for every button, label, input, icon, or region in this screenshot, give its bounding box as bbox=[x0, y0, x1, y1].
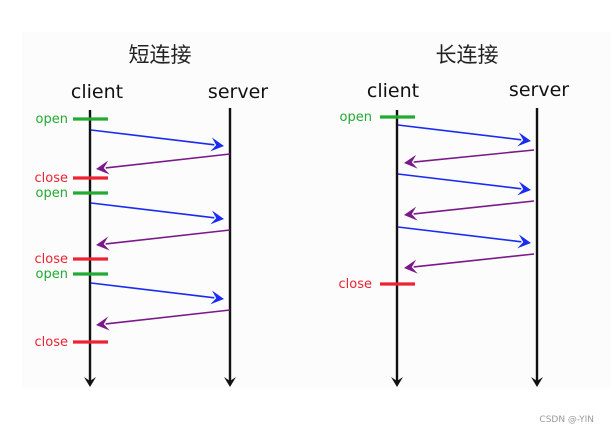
client-label: client bbox=[367, 80, 419, 102]
long-connection-diagram: 长连接 client server open close bbox=[339, 43, 569, 387]
request-arrow bbox=[397, 124, 531, 147]
watermark: CSDN @-YIN bbox=[539, 415, 594, 425]
open-event: open bbox=[36, 186, 108, 201]
request-arrow bbox=[90, 129, 224, 152]
response-arrow bbox=[96, 309, 231, 331]
request-arrow-head bbox=[210, 210, 224, 225]
client-label: client bbox=[71, 81, 123, 103]
diagram-title: 长连接 bbox=[436, 43, 499, 67]
request-arrow-shaft bbox=[90, 202, 215, 219]
open-event: open bbox=[36, 267, 108, 282]
close-label: close bbox=[35, 171, 68, 186]
open-label: open bbox=[36, 186, 68, 201]
close-label: close bbox=[339, 277, 372, 292]
close-event: close bbox=[339, 277, 415, 292]
open-label: open bbox=[36, 267, 68, 282]
request-arrow-head bbox=[210, 137, 224, 152]
request-arrow-shaft bbox=[90, 129, 215, 146]
close-event: close bbox=[35, 252, 108, 267]
response-arrow-head bbox=[96, 160, 110, 175]
request-arrow-head bbox=[517, 234, 531, 249]
response-arrow-head bbox=[404, 154, 418, 169]
server-lifeline-arrowhead bbox=[531, 377, 543, 387]
response-arrow-head bbox=[404, 206, 418, 221]
response-arrow bbox=[96, 153, 231, 175]
request-arrow-head bbox=[517, 132, 531, 147]
open-label: open bbox=[36, 112, 68, 127]
client-lifeline-arrowhead bbox=[391, 377, 403, 387]
request-arrow bbox=[90, 202, 224, 225]
server-lifeline-arrowhead bbox=[224, 377, 236, 387]
request-arrow-shaft bbox=[397, 226, 522, 243]
request-arrow-head bbox=[517, 181, 531, 196]
server-label: server bbox=[509, 79, 569, 101]
diagram-panel bbox=[22, 32, 611, 388]
response-arrow bbox=[96, 229, 231, 251]
close-label: close bbox=[35, 252, 68, 267]
request-arrow-shaft bbox=[397, 173, 522, 190]
response-arrow bbox=[404, 253, 535, 274]
response-arrow-head bbox=[96, 316, 110, 331]
request-arrow bbox=[397, 173, 531, 196]
request-arrow-shaft bbox=[397, 124, 522, 141]
client-lifeline-arrowhead bbox=[84, 377, 96, 387]
open-event: open bbox=[36, 112, 108, 127]
response-arrow-shaft bbox=[105, 153, 231, 169]
response-arrow-shaft bbox=[413, 253, 535, 268]
response-arrow-head bbox=[404, 259, 418, 274]
response-arrow bbox=[404, 200, 535, 221]
request-arrow-head bbox=[210, 290, 224, 305]
open-event: open bbox=[340, 110, 415, 125]
response-arrow-shaft bbox=[105, 229, 231, 245]
response-arrow-shaft bbox=[413, 149, 535, 163]
close-label: close bbox=[35, 335, 68, 350]
response-arrow-shaft bbox=[105, 309, 231, 325]
request-arrow bbox=[397, 226, 531, 249]
response-arrow-shaft bbox=[413, 200, 535, 215]
server-label: server bbox=[208, 81, 268, 103]
open-label: open bbox=[340, 110, 372, 125]
request-arrow-shaft bbox=[90, 282, 215, 299]
response-arrow bbox=[404, 149, 535, 169]
diagram-title: 短连接 bbox=[129, 43, 192, 67]
close-event: close bbox=[35, 171, 108, 186]
response-arrow-head bbox=[96, 236, 110, 251]
short-connection-diagram: 短连接 client server opencloseopencloseopen… bbox=[35, 43, 268, 387]
close-event: close bbox=[35, 335, 108, 350]
request-arrow bbox=[90, 282, 224, 305]
